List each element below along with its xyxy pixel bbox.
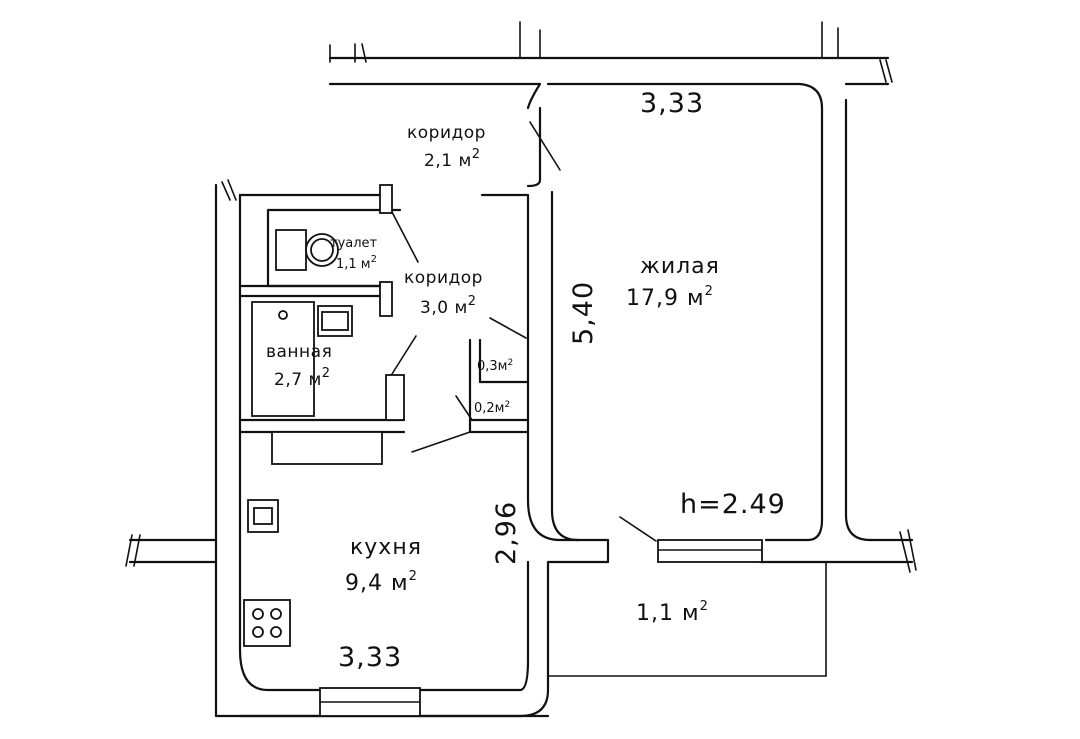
toilet-icon [275, 229, 339, 271]
ceiling-height: h=2.49 [680, 489, 786, 520]
sink-icon [317, 305, 353, 337]
bathroom-unit-power: 2 [322, 366, 331, 381]
toilet-area: 1,1 м [336, 257, 371, 272]
living-area: 17,9 м [626, 286, 705, 311]
labels: коридор 2,1 м2 туалет 1,1 м2 коридор 3,0… [266, 88, 786, 673]
balcony-area: 1,1 м [636, 601, 700, 626]
kitchen-area: 9,4 м [345, 571, 409, 596]
svg-text:3,0 м2: 3,0 м2 [420, 294, 477, 318]
corridor-top-area: 2,1 м [424, 151, 472, 171]
kitchen-length-dimension: 2,96 [491, 501, 522, 565]
corridor-mid-name: коридор [404, 268, 483, 288]
corridor-mid-area: 3,0 м [420, 298, 468, 318]
kitchen-sink-icon [247, 499, 279, 533]
balcony-unit-power: 2 [700, 599, 709, 614]
bathroom-name: ванная [266, 342, 332, 362]
corridor-top-unit-power: 2 [472, 147, 481, 162]
closet-1-area: 0,3м [477, 359, 507, 374]
interior-walls [238, 184, 530, 465]
kitchen-width-dimension: 3,33 [338, 642, 402, 673]
closet-2-unit-power: 2 [504, 400, 510, 410]
svg-text:1,1 м2: 1,1 м2 [636, 599, 709, 626]
kitchen-unit-power: 2 [409, 569, 418, 584]
svg-text:9,4 м2: 9,4 м2 [345, 569, 418, 596]
living-length-dimension: 5,40 [568, 281, 599, 345]
svg-text:2,1 м2: 2,1 м2 [424, 147, 481, 171]
bathroom-area: 2,7 м [274, 370, 322, 390]
living-name: жилая [640, 254, 720, 279]
svg-text:17,9 м2: 17,9 м2 [626, 284, 714, 311]
stove-icon [243, 599, 291, 647]
svg-text:1,1 м2: 1,1 м2 [336, 254, 377, 272]
toilet-unit-power: 2 [371, 254, 377, 265]
outer-walls [125, 21, 917, 718]
corridor-top-name: коридор [407, 123, 486, 143]
kitchen-name: кухня [350, 535, 422, 560]
closet-1-unit-power: 2 [507, 358, 513, 368]
svg-text:0,3м2: 0,3м2 [477, 358, 513, 374]
corridor-mid-unit-power: 2 [468, 294, 477, 309]
closet-2-area: 0,2м [474, 401, 504, 416]
bathtub-icon [251, 301, 315, 417]
living-unit-power: 2 [705, 284, 714, 299]
svg-text:2,7 м2: 2,7 м2 [274, 366, 331, 390]
svg-text:0,2м2: 0,2м2 [474, 400, 510, 416]
toilet-name: туалет [330, 236, 378, 251]
fixtures [243, 229, 353, 647]
living-width-dimension: 3,33 [640, 88, 704, 119]
